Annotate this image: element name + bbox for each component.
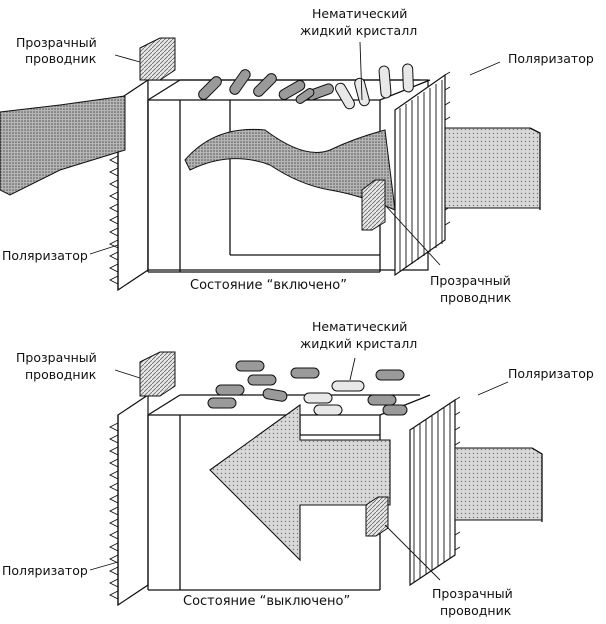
liquid-crystal-molecule-icon — [229, 69, 251, 95]
liquid-crystal-molecule-icon — [253, 73, 277, 97]
label-conductor-left-top-1: Прозрачный — [16, 35, 97, 50]
label-nematic-bottom-1: Нематический — [312, 319, 407, 334]
lc-molecules-top — [198, 63, 414, 110]
liquid-crystal-molecule-icon — [207, 397, 237, 409]
label-nematic-top-2: жидкий кристалл — [300, 23, 417, 38]
label-polarizer-right-bottom: Поляризатор — [508, 366, 594, 381]
label-nematic-top-1: Нематический — [312, 6, 407, 21]
caption-on-state: Состояние “включено” — [190, 278, 347, 293]
conductor-block-top-right — [361, 179, 386, 231]
bottom-labels: Прозрачный проводник Нематический жидкий… — [2, 319, 594, 618]
liquid-crystal-molecule-icon — [382, 404, 408, 416]
liquid-crystal-molecule-icon — [262, 388, 288, 402]
label-conductor-bottom-top-1: Прозрачный — [430, 273, 511, 288]
liquid-crystal-molecule-icon — [235, 360, 265, 372]
outgoing-light-beam-top — [444, 127, 541, 209]
conductor-block-bottom-left — [139, 351, 176, 397]
liquid-crystal-molecule-icon — [303, 392, 333, 404]
right-polarizer-top — [394, 71, 451, 277]
label-conductor-left-bottom-1: Прозрачный — [16, 350, 97, 365]
liquid-crystal-molecule-icon — [247, 374, 277, 386]
conductor-block-bottom-right — [365, 496, 389, 537]
liquid-crystal-molecule-icon — [313, 404, 343, 416]
label-polarizer-left-top: Поляризатор — [2, 248, 88, 263]
liquid-crystal-molecule-icon — [198, 76, 222, 100]
label-polarizer-left-bottom: Поляризатор — [2, 563, 88, 578]
lc-molecules-bottom — [207, 360, 408, 416]
liquid-crystal-molecule-icon — [290, 367, 320, 379]
outgoing-light-beam-bottom — [454, 447, 543, 521]
label-polarizer-right-top: Поляризатор — [508, 51, 594, 66]
label-conductor-left-top-2: проводник — [25, 51, 97, 66]
label-conductor-bottom-bottom-1: Прозрачный — [432, 586, 513, 601]
liquid-crystal-molecule-icon — [295, 88, 315, 104]
right-polarizer-bottom — [409, 396, 461, 587]
incoming-light-arrow-top — [0, 95, 126, 196]
top-labels: Прозрачный проводник Нематический жидкий… — [2, 6, 594, 305]
liquid-crystal-molecule-icon — [367, 394, 397, 406]
liquid-crystal-molecule-icon — [331, 380, 365, 392]
top-diagram — [0, 37, 541, 292]
conductor-block-top-left — [139, 37, 176, 81]
liquid-crystal-molecule-icon — [278, 80, 306, 100]
left-polarizer-bottom — [108, 393, 149, 607]
liquid-crystal-molecule-icon — [402, 63, 414, 93]
label-nematic-bottom-2: жидкий кристалл — [300, 336, 417, 351]
liquid-crystal-molecule-icon — [375, 369, 405, 381]
bottom-diagram — [89, 351, 543, 607]
liquid-crystal-molecule-icon — [335, 82, 355, 110]
label-conductor-bottom-bottom-2: проводник — [440, 603, 512, 618]
caption-off-state: Состояние “выключено” — [183, 594, 350, 609]
label-conductor-left-bottom-2: проводник — [25, 367, 97, 382]
label-conductor-bottom-top-2: проводник — [440, 290, 512, 305]
liquid-crystal-molecule-icon — [378, 65, 392, 99]
liquid-crystal-molecule-icon — [215, 384, 245, 396]
light-arrow-bottom — [209, 403, 391, 562]
